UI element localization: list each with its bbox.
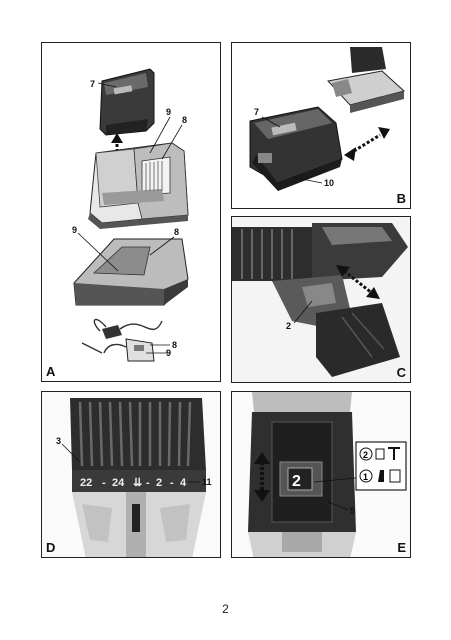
drill-top-illustration: [248, 392, 356, 557]
figure-c-illustration: 2: [232, 217, 410, 382]
drill-body-illustration: [232, 217, 410, 382]
callout-adapter-charger: 8: [172, 340, 177, 350]
torque-scale: 22 - 24 ⇊ - 2 - 4: [80, 477, 187, 489]
callout-battery: 7: [254, 107, 259, 117]
panel-label-b: B: [396, 191, 406, 206]
battery-pack-illustration: [249, 106, 343, 191]
scale-value-2: 2: [156, 477, 162, 489]
gear-position-2: 2: [363, 450, 368, 460]
callout-battery: 7: [90, 79, 95, 89]
charger-upper-illustration: [88, 142, 189, 229]
callout-charger-bottom: 8: [174, 227, 179, 237]
callout-contacts-bottom: 9: [72, 225, 77, 235]
battery-pack-illustration: [99, 68, 155, 136]
figure-a-illustration: 7 9 8 9 8 8 9: [72, 68, 189, 362]
panel-label-c: C: [396, 365, 406, 380]
callout-charger-top: 8: [182, 115, 187, 125]
figure-b-illustration: 7 10: [249, 47, 406, 191]
drill-mode-icon: ⇊: [133, 477, 142, 489]
callout-contacts-top: 9: [166, 107, 171, 117]
torque-collar-illustration: [70, 398, 206, 557]
gear-switch-display: 2: [292, 473, 301, 490]
figure-d-illustration: 22 - 24 ⇊ - 2 - 4 3 11: [42, 392, 220, 557]
slide-arrow-icon: [344, 127, 390, 161]
scale-value-22: 22: [80, 477, 92, 489]
panel-label-a: A: [46, 364, 56, 379]
drilling-icon: [389, 469, 401, 483]
figure-panel-b: 7 10 B: [231, 42, 411, 209]
slide-arrow-icon: [254, 452, 270, 502]
page-number: 2: [222, 602, 229, 616]
figure-e-illustration: 2 2 1 5: [232, 392, 410, 557]
drill-bit-icon: [378, 470, 384, 482]
gear-position-1: 1: [363, 472, 368, 482]
power-adapter-illustration: [81, 318, 163, 362]
gear-legend-box: 2 1: [355, 441, 407, 491]
figure-panel-e: 2 2 1 5 E: [231, 391, 411, 558]
callout-adapter-contacts: 9: [166, 348, 171, 358]
panel-label-e: E: [397, 540, 406, 555]
panel-label-d: D: [46, 540, 56, 555]
scale-dash-2: -: [146, 477, 150, 489]
figure-panel-a: 7 9 8 9 8 8 9 A: [41, 42, 221, 382]
scale-dash-1: -: [102, 477, 106, 489]
direction-arrow-icon: [336, 265, 380, 299]
screw-icon: [388, 447, 400, 460]
charger-lower-illustration: [73, 238, 189, 306]
screwdriving-icon: [375, 448, 385, 460]
figure-panel-d: 22 - 24 ⇊ - 2 - 4 3 11 D: [41, 391, 221, 558]
callout-direction-switch: 2: [286, 321, 291, 331]
callout-marker: 11: [202, 477, 212, 487]
callout-torque-collar: 3: [56, 436, 61, 446]
callout-release-button: 10: [324, 178, 334, 188]
scale-dash-3: -: [170, 477, 174, 489]
figure-panel-c: 2 C: [231, 216, 411, 383]
callout-gear-switch: 5: [350, 506, 355, 516]
scale-value-24: 24: [112, 477, 125, 489]
scale-value-4: 4: [180, 477, 187, 489]
drill-base-illustration: [327, 47, 406, 113]
